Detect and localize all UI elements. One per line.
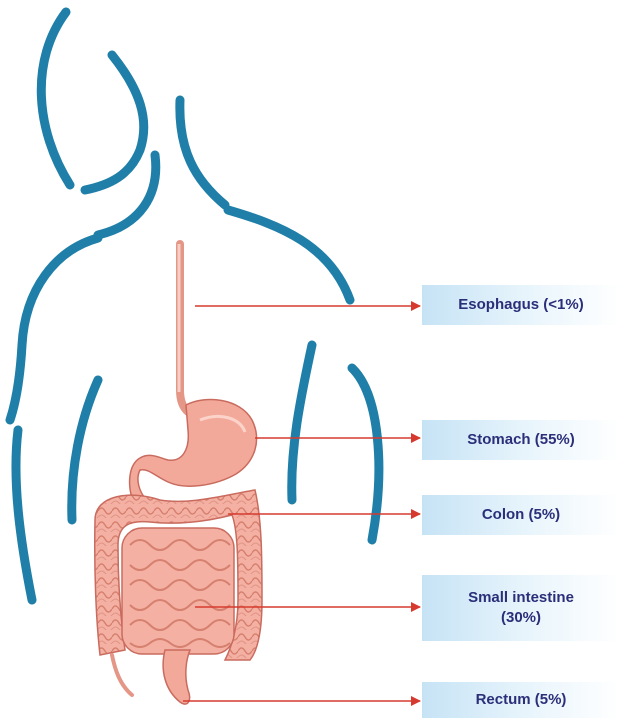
label-esophagus: Esophagus (<1%) [422, 285, 620, 325]
rectum-shape [163, 650, 190, 704]
label-small-intestine: Small intestine (30%) [422, 575, 620, 641]
left-torso-outline [72, 380, 98, 520]
left-arm-outline [16, 430, 32, 600]
label-esophagus-text: Esophagus (<1%) [452, 295, 589, 315]
label-stomach: Stomach (55%) [422, 420, 620, 460]
label-colon-text: Colon (5%) [476, 505, 566, 525]
right-shoulder-outline [228, 210, 350, 300]
esophagus-shape [180, 244, 188, 412]
label-small-intestine-line1: Small intestine [468, 589, 574, 606]
appendix-shape [112, 655, 132, 695]
head-right-outline [85, 55, 144, 190]
left-shoulder-outline [10, 238, 98, 420]
label-stomach-text: Stomach (55%) [461, 430, 581, 450]
neck-right-outline [180, 100, 225, 205]
label-small-intestine-line2: (30%) [501, 609, 541, 626]
label-colon: Colon (5%) [422, 495, 620, 535]
stomach-shape [130, 400, 257, 498]
small-intestine-shape [122, 528, 234, 654]
label-rectum: Rectum (5%) [422, 682, 620, 718]
right-torso-outline [292, 345, 312, 500]
label-rectum-text: Rectum (5%) [470, 690, 573, 710]
head-left-outline [41, 12, 70, 185]
